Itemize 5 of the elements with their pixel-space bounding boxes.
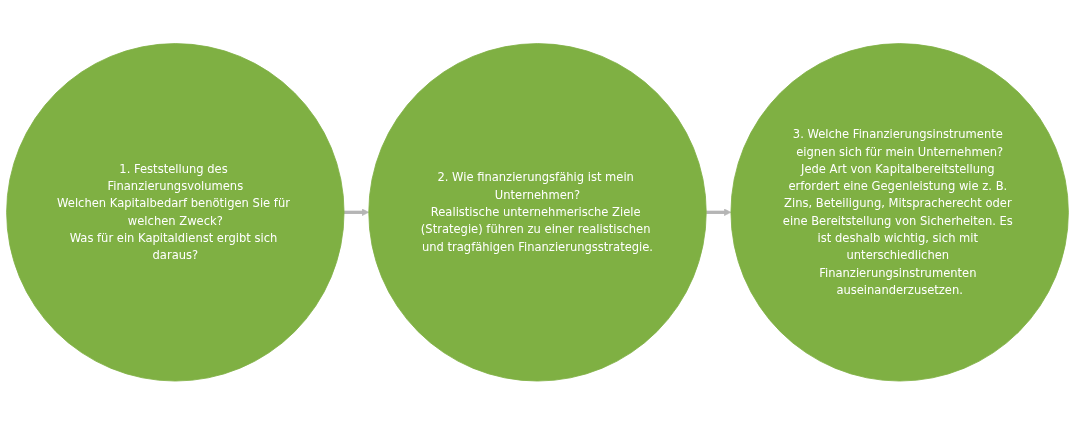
node-circle: 3. Welche Finanzierungsinstrumente eignen sich für mein Unternehmen? Jede Art von Kapitalbereitstellung erfordert eine Gegenleistung wie z. B. Zins, Beteiligung, Mitspracherecht oder eine Bereitstellung von Sicherheiten. Es ist deshalb wichtig, sich mit unterschiedlichen Finanzierungsinstrumenten auseinanderzusetzen. [730,43,1069,382]
arrow [344,208,370,217]
arrow [706,208,732,217]
node-circle: 1. Feststellung des Finanzierungsvolumens Welchen Kapitalbedarf benötigen Sie für welchen Zweck? Was für ein Kapitaldienst ergibt sich daraus? [6,43,345,382]
node-circle: 2. Wie finanzierungsfähig ist mein Unternehmen? Realistische unternehmerische Ziele (Strategie) führen zu einer realistischen und tragfähigen Finanzierungsstrategie. [368,43,707,382]
